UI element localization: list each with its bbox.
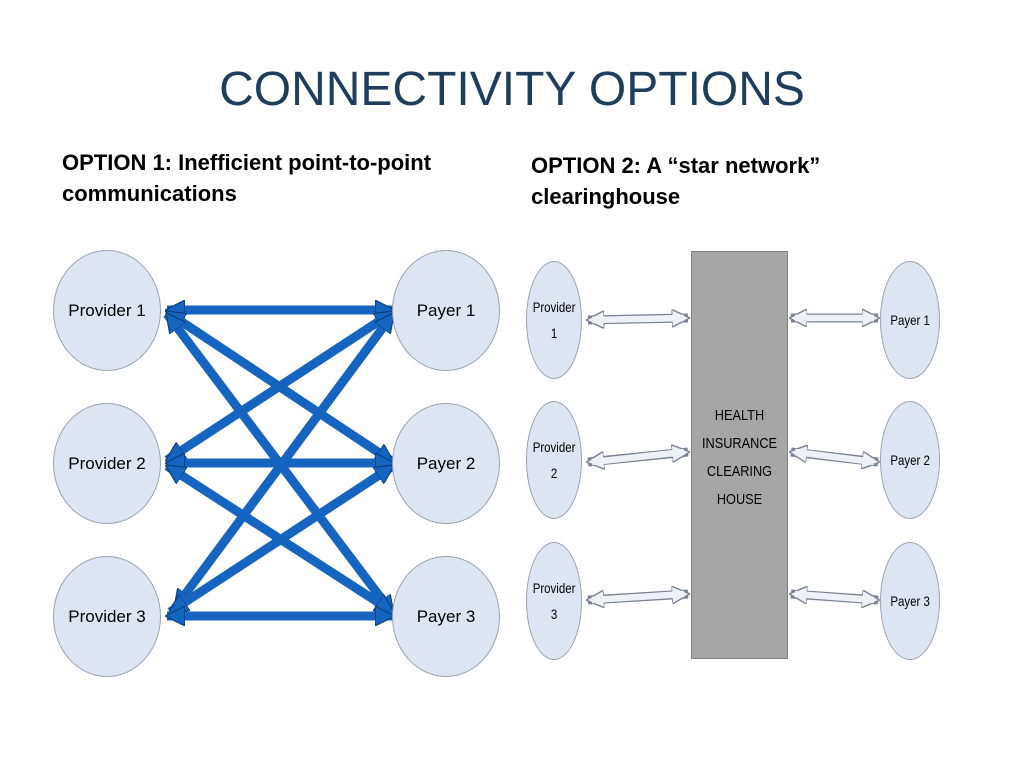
option-2-heading: OPTION 2: A “star network” clearinghouse — [531, 153, 821, 209]
provider-2-node: Provider 2 — [53, 403, 161, 524]
arrow-provider3-payer2 — [170, 462, 393, 616]
clearinghouse-box: HEALTH INSURANCE CLEARING HOUSE — [691, 251, 788, 659]
star-provider-3-node: Provider 3 — [526, 542, 582, 660]
star-payer-2-node: Payer 2 — [880, 401, 940, 519]
payer-1-label: Payer 1 — [416, 300, 476, 320]
slide-title: CONNECTIVITY OPTIONS — [219, 63, 805, 116]
star-provider-2-node: Provider 2 — [526, 401, 582, 519]
star-payer-3-label: Payer 3 — [890, 593, 930, 609]
star-provider-1-label: Provider 1 — [532, 299, 576, 341]
payer-3-label: Payer 3 — [416, 606, 476, 626]
provider-3-label: Provider 3 — [68, 606, 146, 626]
payer-1-node: Payer 1 — [392, 250, 500, 371]
payer-3-node: Payer 3 — [392, 556, 500, 677]
star-payer-3-node: Payer 3 — [880, 542, 940, 660]
arrow-provider2-hub — [588, 452, 688, 462]
payer-2-label: Payer 2 — [416, 453, 476, 473]
star-payer-2-label: Payer 2 — [890, 452, 930, 468]
clearinghouse-label: HEALTH INSURANCE CLEARING HOUSE — [701, 407, 778, 508]
star-provider-3-label: Provider 3 — [532, 580, 576, 622]
option-1-heading: OPTION 1: Inefficient point-to-point com… — [62, 150, 432, 206]
star-provider-1-node: Provider 1 — [526, 261, 582, 379]
arrow-hub-payer2 — [791, 452, 878, 462]
provider-2-label: Provider 2 — [68, 453, 146, 473]
provider-1-label: Provider 1 — [68, 300, 146, 320]
star-provider-2-label: Provider 2 — [532, 439, 576, 481]
arrow-provider3-hub — [588, 594, 688, 600]
provider-3-node: Provider 3 — [53, 556, 161, 677]
arrow-provider1-hub — [588, 318, 688, 320]
star-payer-1-node: Payer 1 — [880, 261, 940, 379]
payer-2-node: Payer 2 — [392, 403, 500, 524]
p2p-arrows — [163, 310, 397, 616]
star-arrows — [588, 318, 878, 600]
arrow-hub-payer3 — [791, 594, 878, 600]
star-payer-1-label: Payer 1 — [890, 312, 930, 328]
provider-1-node: Provider 1 — [53, 250, 161, 371]
